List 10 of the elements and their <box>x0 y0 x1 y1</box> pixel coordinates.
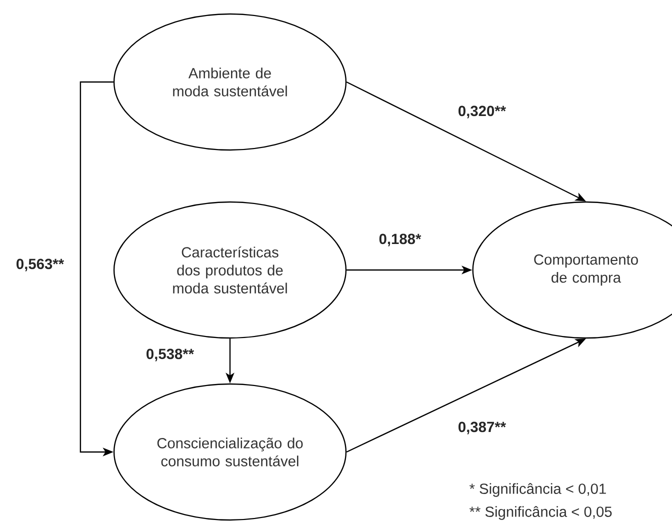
edge-label: 0,320** <box>458 106 506 118</box>
ellipse-node: Características dos produtos de moda sustentável <box>113 201 347 339</box>
note: * Significância < 0,01 <box>470 483 606 497</box>
ellipse-node: Ambiente de moda sustentável <box>113 13 347 151</box>
edge-label: 0,538** <box>146 348 194 362</box>
edge-label: 0,188* <box>379 234 422 246</box>
note: ** Significância < 0,05 <box>470 506 612 520</box>
edge-label: 0,387** <box>458 422 506 434</box>
ellipse-node: Consciencialização do consumo sustentável <box>113 383 347 521</box>
edge-label: 0,563** <box>16 258 64 272</box>
